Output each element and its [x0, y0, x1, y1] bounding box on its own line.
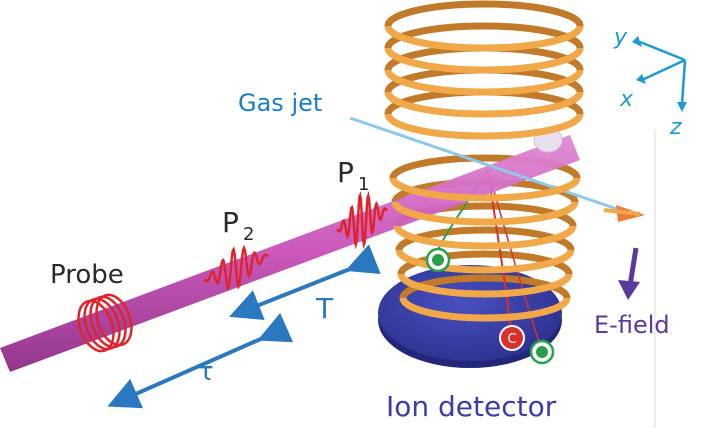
- pulse-wave: [336, 190, 389, 250]
- coil-turn-front: [393, 225, 577, 250]
- coil-turn-front: [384, 69, 584, 96]
- carbon-ion-label: C: [507, 332, 516, 347]
- gas-jet-label: Gas jet: [238, 89, 322, 117]
- probe-label: Probe: [50, 260, 124, 290]
- coil-turn-front: [397, 273, 573, 298]
- coil-front: [384, 25, 584, 322]
- coil-turn-front: [399, 297, 571, 322]
- coil-turn-front: [389, 177, 581, 202]
- p2-label: P: [222, 206, 239, 239]
- coil-turn-back: [397, 250, 573, 275]
- delay-tau-label: τ: [198, 357, 214, 387]
- axis-y-label: y: [613, 25, 628, 50]
- green-ion-2-core: [536, 346, 548, 358]
- gas-jet-tip: [603, 208, 641, 216]
- efield-arrow-icon: [618, 280, 640, 300]
- carbon-ion: [499, 325, 525, 351]
- coil-turn-front: [384, 91, 584, 118]
- delay-tau-arrow: [107, 312, 294, 409]
- p1-subscript: 1: [358, 174, 369, 195]
- coil-turn-back: [389, 154, 581, 179]
- coil-turn-back: [384, 0, 584, 27]
- xyz-axes-icon: [632, 36, 687, 112]
- ion-detector-label: Ion detector: [386, 390, 557, 423]
- coil-turn-front: [395, 249, 575, 274]
- axis-z-label: z: [669, 115, 682, 140]
- coil-turn-back: [395, 226, 575, 251]
- axis-x-label: x: [619, 87, 634, 112]
- coil-turn-front: [384, 25, 584, 52]
- coil-turn-front: [391, 201, 579, 226]
- gas-jet-line: [349, 116, 621, 212]
- coil-turn-back: [399, 274, 571, 299]
- delay-T-label: T: [315, 292, 334, 325]
- coil-turn-front: [384, 47, 584, 74]
- green-ion-1-core: [432, 254, 444, 266]
- p2-subscript: 2: [243, 224, 254, 245]
- efield-label: E-field: [594, 311, 670, 339]
- delay-T-arrow: [229, 244, 381, 320]
- efield-arrow-shaft: [627, 247, 639, 287]
- coil-turn-front: [384, 113, 584, 140]
- p1-label: P: [337, 156, 354, 189]
- pulse-p1: [336, 190, 389, 250]
